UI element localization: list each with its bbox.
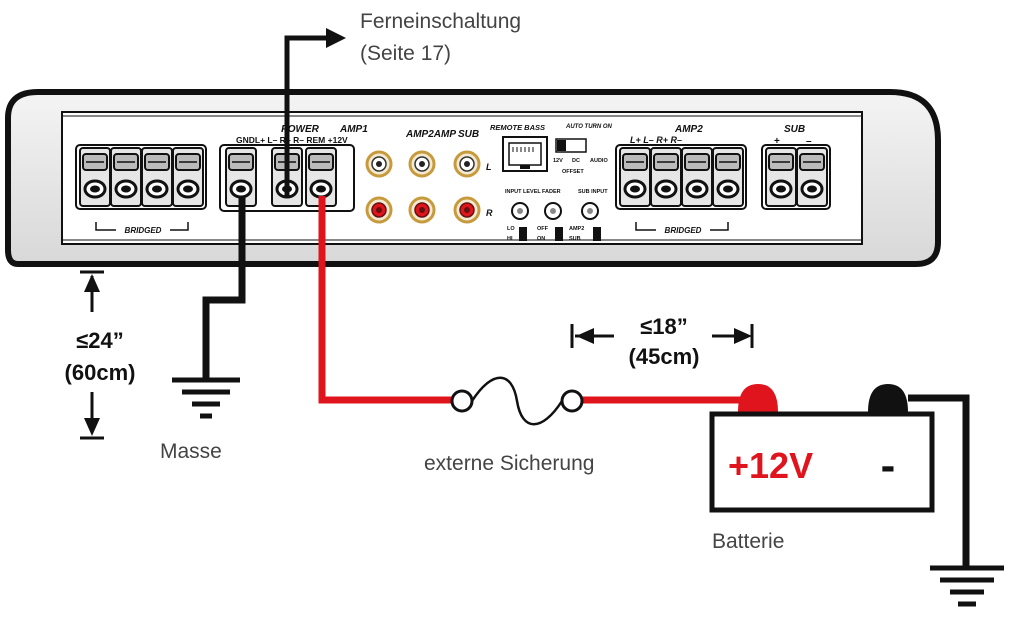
control-knobs: INPUT LEVEL FADER SUB INPUT LO HI OFF ON… — [505, 189, 608, 242]
auto-turn-on-label: AUTO TURN ON — [565, 124, 613, 130]
amp2-title: AMP2 — [674, 124, 703, 135]
switch-12v-label: 12V — [553, 158, 563, 164]
remote-bass-label: REMOTE BASS — [490, 123, 545, 132]
hi-label: HI — [507, 236, 513, 242]
remote-bass-port: REMOTE BASS — [490, 123, 548, 172]
remote-wire — [284, 28, 346, 196]
arrow-down-icon — [84, 418, 100, 436]
switch-audio-label: AUDIO — [590, 158, 608, 164]
amp2amp-label: AMP2AMP — [405, 129, 456, 140]
battery-label: Batterie — [712, 530, 784, 553]
sub-small-label: SUB — [569, 236, 581, 242]
fuse-distance-metric: (45cm) — [629, 344, 700, 369]
power-title: POWER — [281, 124, 320, 135]
height-value: ≤24” — [76, 328, 124, 353]
fuse-label: externe Sicherung — [424, 452, 594, 475]
amp2-terminal-labels: L+ L– R+ R– — [630, 135, 682, 145]
arrow-left-icon — [576, 328, 594, 344]
amp1-title: AMP1 — [339, 124, 368, 135]
power-wire — [318, 196, 740, 404]
speaker-terminals-left: BRIDGED — [75, 144, 207, 235]
sub-minus-label: – — [806, 136, 812, 147]
switch-dc-label: DC — [572, 158, 580, 164]
remote-page-label: (Seite 17) — [360, 42, 451, 65]
lo-label: LO — [507, 226, 515, 232]
sub-title: SUB — [784, 124, 805, 135]
bridged-label-left: BRIDGED — [125, 226, 162, 235]
amp2-small-label: AMP2 — [569, 226, 584, 232]
fuse-distance-value: ≤18” — [640, 314, 688, 339]
offset-label: OFFSET — [562, 169, 584, 175]
fader-label: FADER — [542, 189, 561, 195]
rca-right-label: R — [486, 208, 493, 218]
rca-inputs: AMP2AMP SUB L R — [365, 129, 493, 224]
input-level-label: INPUT LEVEL — [505, 189, 541, 195]
remote-label: Ferneinschaltung — [360, 10, 521, 33]
battery-ground-wire — [908, 394, 1004, 607]
sub-input-label: SUB INPUT — [578, 189, 608, 195]
arrow-up-icon — [84, 274, 100, 292]
height-metric: (60cm) — [65, 360, 136, 385]
rca-left-label: L — [486, 162, 492, 172]
sub-terminal-block: SUB + – — [761, 124, 831, 210]
battery-plus-label: +12V — [728, 445, 813, 486]
sub-plus-label: + — [774, 136, 780, 147]
rca-sub-label: SUB — [458, 129, 479, 140]
amp2-terminal-block: AMP2 L+ L– R+ R– BRIDGED — [615, 124, 747, 235]
auto-turn-on-switch: AUTO TURN ON 12V DC AUDIO OFFSET — [553, 124, 613, 175]
battery-minus-label: - — [881, 441, 896, 490]
arrow-right-icon — [734, 328, 752, 344]
fuse-icon — [450, 376, 584, 426]
height-dimension — [80, 270, 104, 440]
bridged-label-right: BRIDGED — [665, 226, 702, 235]
ground-label: Masse — [160, 440, 222, 463]
on-label: ON — [537, 236, 545, 242]
fuse-distance-dimension — [570, 324, 754, 348]
off-label: OFF — [537, 226, 549, 232]
power-terminal-labels: GNDL+ L– R+ R– REM +12V — [236, 135, 348, 145]
battery-icon — [709, 384, 935, 513]
ground-wire — [172, 196, 246, 419]
